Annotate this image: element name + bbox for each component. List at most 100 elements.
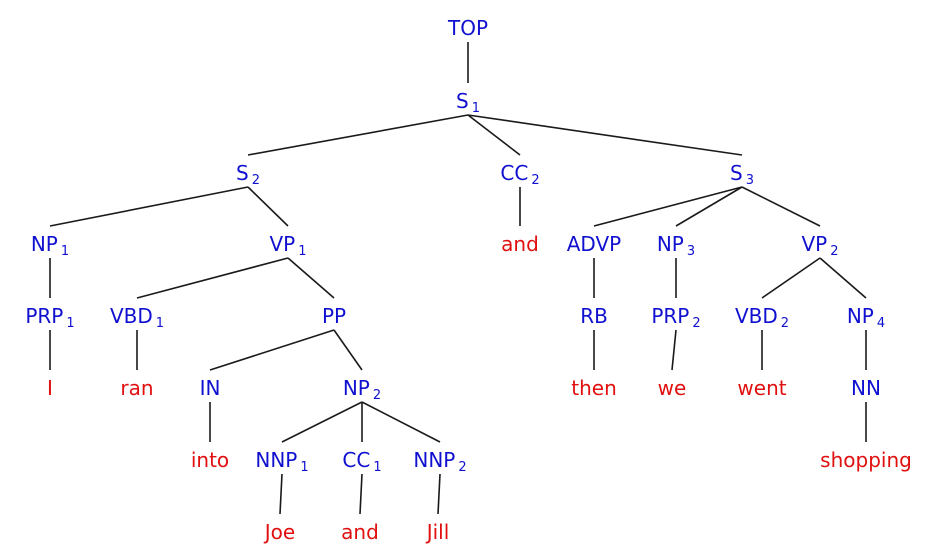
node-subscript: 1 (300, 460, 308, 475)
word-w_ran: ran (120, 376, 153, 400)
word-w_went: went (737, 376, 786, 400)
word-w_and1: and (341, 520, 379, 544)
node-label: NP (657, 232, 684, 256)
edge-s3-advp (593, 186, 743, 227)
tree-edges (49, 42, 867, 515)
node-subscript: 1 (472, 101, 480, 116)
edge-vp1-vbd1 (136, 257, 289, 299)
node-rb: RB (580, 304, 608, 328)
node-label: PP (322, 304, 346, 328)
node-label: NNP (413, 448, 455, 472)
node-subscript: 1 (61, 244, 69, 259)
node-label: then (571, 376, 617, 400)
node-label: PRP (25, 304, 63, 328)
node-nn: NN (851, 376, 881, 400)
node-label: VP (801, 232, 827, 256)
node-label: CC (342, 448, 370, 472)
node-label: Jill (425, 520, 450, 544)
node-subscript: 1 (66, 316, 74, 331)
edge-nnp1-w_joe (279, 473, 283, 515)
node-label: S (236, 161, 249, 185)
node-subscript: 2 (531, 173, 539, 188)
node-label: PRP (651, 304, 689, 328)
node-in: IN (200, 376, 221, 400)
node-subscript: 2 (458, 460, 466, 475)
node-label: S (730, 161, 743, 185)
node-advp: ADVP (567, 232, 621, 256)
edge-vp2-np4 (819, 257, 867, 299)
node-label: NP (847, 304, 874, 328)
node-label: and (501, 232, 539, 256)
node-label: VBD (735, 304, 778, 328)
node-subscript: 2 (252, 173, 260, 188)
word-w_we: we (658, 376, 687, 400)
edge-s1-cc2 (467, 114, 521, 156)
node-subscript: 4 (877, 316, 885, 331)
node-top: TOP (447, 16, 488, 40)
node-label: VBD (110, 304, 153, 328)
node-subscript: 2 (830, 244, 838, 259)
node-label: went (737, 376, 786, 400)
node-label: CC (500, 161, 528, 185)
edge-vp1-pp (287, 257, 335, 299)
edge-vp2-vbd2 (761, 257, 821, 299)
edge-nnp2-w_jill (437, 473, 441, 515)
edge-np2-nnp2 (361, 401, 441, 443)
edge-prp2-w_we (671, 329, 677, 371)
edge-s3-np3 (675, 186, 743, 227)
edge-s1-s2 (247, 114, 469, 156)
node-label: ran (120, 376, 153, 400)
node-label: NP (31, 232, 58, 256)
word-w_i: I (47, 376, 53, 400)
word-w_shopping: shopping (820, 448, 912, 472)
node-subscript: 2 (373, 388, 381, 403)
node-label: Joe (263, 520, 295, 544)
edge-np2-nnp1 (281, 401, 363, 443)
edge-s2-np1 (49, 186, 249, 227)
node-pp: PP (322, 304, 346, 328)
node-label: VP (269, 232, 295, 256)
word-w_then: then (571, 376, 617, 400)
edge-pp-in (209, 329, 335, 371)
word-w_into: into (191, 448, 229, 472)
word-and2: and (501, 232, 539, 256)
node-label: ADVP (567, 232, 621, 256)
edge-s2-vp1 (247, 186, 289, 227)
node-label: NN (851, 376, 881, 400)
node-label: I (47, 376, 53, 400)
node-subscript: 3 (687, 244, 695, 259)
node-label: into (191, 448, 229, 472)
node-label: NNP (255, 448, 297, 472)
word-w_joe: Joe (263, 520, 295, 544)
node-label: S (456, 89, 469, 113)
node-subscript: 2 (781, 316, 789, 331)
word-w_jill: Jill (425, 520, 450, 544)
node-subscript: 1 (373, 460, 381, 475)
edge-cc1-w_and1 (359, 473, 363, 515)
edge-pp-np2 (333, 329, 363, 371)
node-subscript: 1 (298, 244, 306, 259)
node-label: NP (343, 376, 370, 400)
node-label: RB (580, 304, 608, 328)
node-subscript: 1 (156, 316, 164, 331)
